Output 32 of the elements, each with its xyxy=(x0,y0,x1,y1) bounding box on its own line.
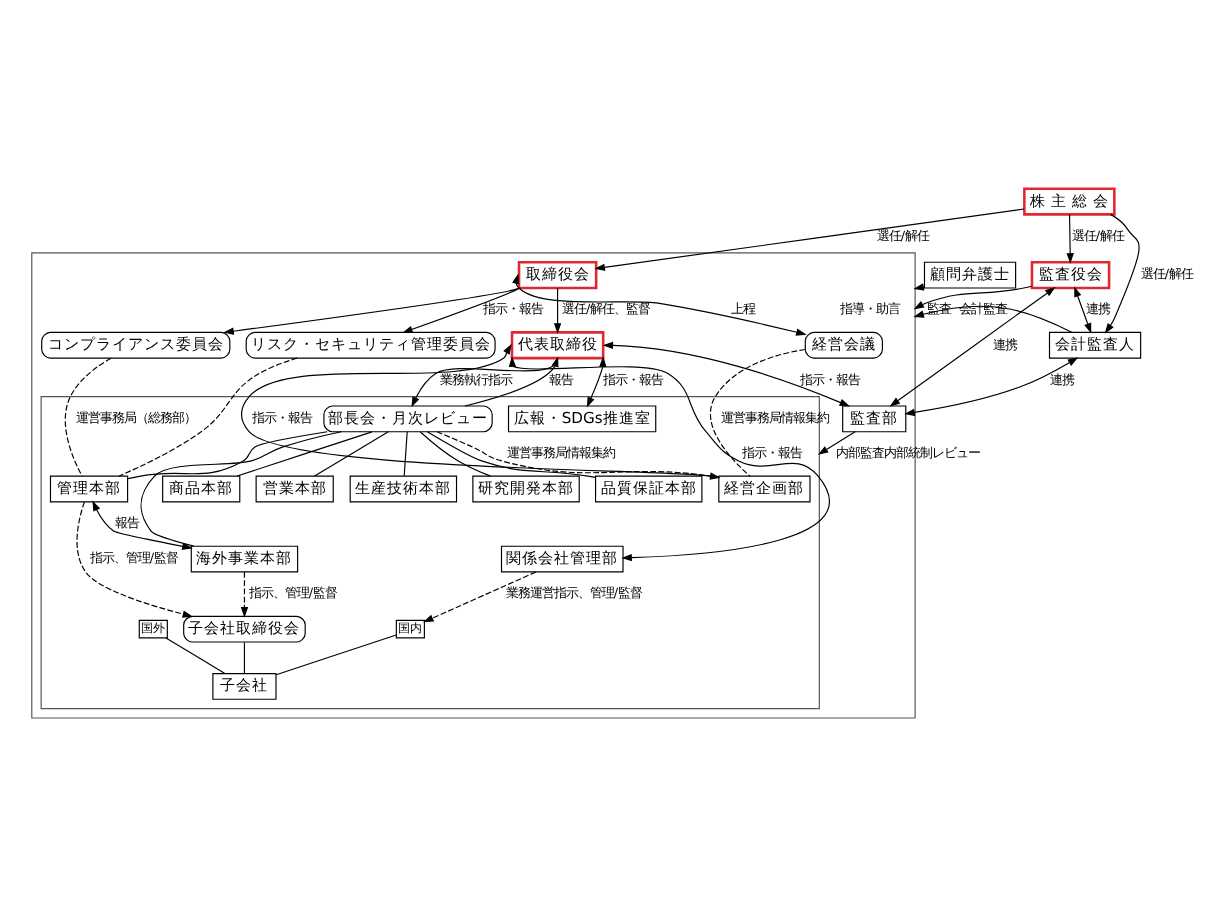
arrow xyxy=(76,500,194,617)
arrow xyxy=(423,570,537,622)
connector xyxy=(426,430,596,477)
arrow xyxy=(553,286,562,333)
arrow xyxy=(240,570,249,617)
connector xyxy=(419,430,492,476)
arrow xyxy=(1066,212,1074,263)
arrow xyxy=(402,286,520,332)
arrow xyxy=(223,286,520,334)
arrow xyxy=(594,207,1025,271)
arrow xyxy=(817,430,856,454)
arrow xyxy=(602,340,851,406)
arrow xyxy=(1074,285,1092,333)
arrow xyxy=(464,355,559,406)
arrow xyxy=(512,272,807,335)
connector xyxy=(243,640,246,674)
connector xyxy=(236,430,373,476)
connector xyxy=(140,430,342,546)
connector xyxy=(314,430,389,476)
arrow xyxy=(904,356,1079,416)
arrow xyxy=(508,355,830,561)
connector xyxy=(127,430,328,479)
connector xyxy=(118,356,298,476)
connector xyxy=(403,430,408,476)
arrow xyxy=(411,356,559,407)
connector xyxy=(165,636,226,674)
connector xyxy=(275,633,397,675)
arrow xyxy=(92,499,193,549)
connector xyxy=(64,356,112,476)
arrow xyxy=(1104,212,1140,333)
connector xyxy=(709,347,806,476)
arrow xyxy=(586,355,607,407)
